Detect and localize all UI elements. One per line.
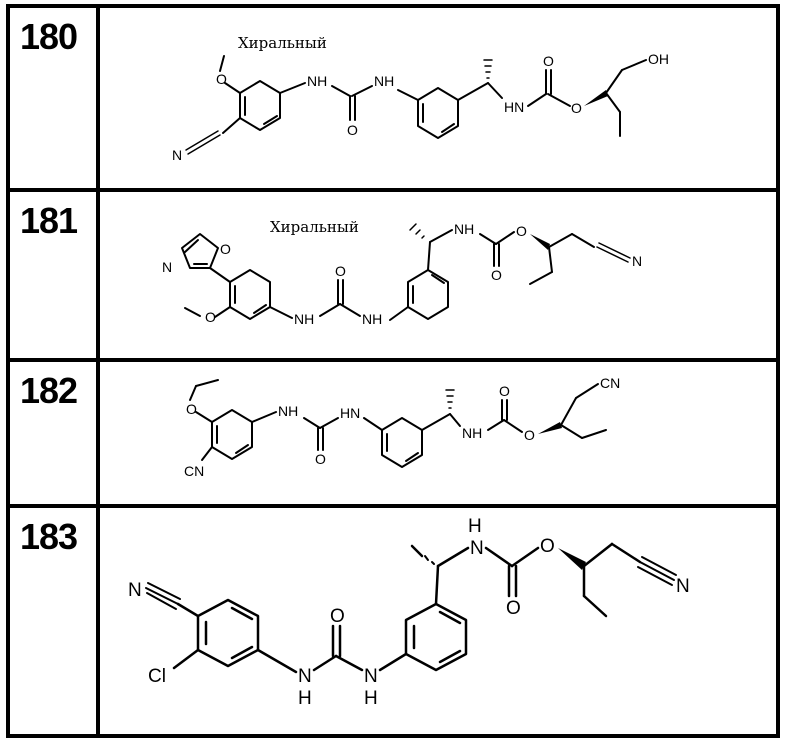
atom-label: CN [184, 463, 204, 479]
atom-label: O [330, 606, 345, 627]
atom-label: NH [278, 403, 298, 419]
atom-label: NH [374, 73, 394, 89]
table-row: 182 O CN NH O [8, 360, 778, 506]
chirality-label: Хиральный [238, 34, 327, 52]
atom-label: O [216, 71, 227, 87]
atom-label: N [632, 253, 642, 269]
compound-number: 182 [20, 370, 77, 412]
chirality-label: Хиральный [270, 218, 359, 236]
atom-label: N [676, 576, 690, 597]
atom-label: O [540, 536, 555, 557]
chemical-structure-183: N Cl N H O [100, 508, 776, 738]
atom-label: O [571, 100, 582, 116]
atom-label: O [205, 309, 216, 325]
compound-number-cell: 181 [8, 190, 98, 360]
structure-cell: Хиральный N O O NH [98, 190, 778, 360]
atom-label: O [491, 267, 502, 283]
atom-label: H [298, 688, 312, 709]
atom-label: N [470, 538, 484, 559]
atom-label: Cl [148, 666, 166, 687]
atom-label: N [364, 666, 378, 687]
atom-label: H [364, 688, 378, 709]
atom-label: HN [340, 405, 360, 421]
chemical-structure-181: Хиральный N O O NH [100, 192, 776, 362]
atom-label: NH [462, 425, 482, 441]
atom-label: O [506, 598, 521, 619]
compound-number-cell: 182 [8, 360, 98, 506]
atom-label: H [468, 516, 482, 537]
table-row: 181 Хиральный N O O [8, 190, 778, 360]
atom-label: N [128, 580, 142, 601]
table-row: 180 Хиральный O N NH [8, 6, 778, 190]
compound-number: 183 [20, 516, 77, 558]
atom-label: O [516, 223, 527, 239]
atom-label: O [315, 451, 326, 467]
atom-label: O [335, 263, 346, 279]
atom-label: O [499, 383, 510, 399]
chemical-structure-182: O CN NH O HN [100, 362, 776, 508]
compound-number: 180 [20, 16, 77, 58]
atom-label: NH [307, 73, 327, 89]
table-row: 183 N Cl N H [8, 506, 778, 736]
atom-label: NH [362, 311, 382, 327]
atom-label: N [172, 147, 182, 163]
compound-number-cell: 180 [8, 6, 98, 190]
atom-label: NH [454, 221, 474, 237]
structure-cell: Хиральный O N NH O [98, 6, 778, 190]
atom-label: NH [294, 311, 314, 327]
compound-table: 180 Хиральный O N NH [6, 4, 780, 738]
atom-label: O [186, 401, 197, 417]
atom-label: O [524, 427, 535, 443]
atom-label: N [298, 666, 312, 687]
compound-number: 181 [20, 200, 77, 242]
atom-label: N [162, 259, 172, 275]
atom-label: O [543, 53, 554, 69]
atom-label: CN [600, 375, 620, 391]
atom-label: O [347, 122, 358, 138]
compound-number-cell: 183 [8, 506, 98, 736]
chemical-structure-180: Хиральный O N NH O [100, 8, 776, 192]
structure-cell: O CN NH O HN [98, 360, 778, 506]
atom-label: O [220, 241, 231, 257]
structure-cell: N Cl N H O [98, 506, 778, 736]
atom-label: OH [648, 51, 669, 67]
atom-label: HN [504, 99, 524, 115]
